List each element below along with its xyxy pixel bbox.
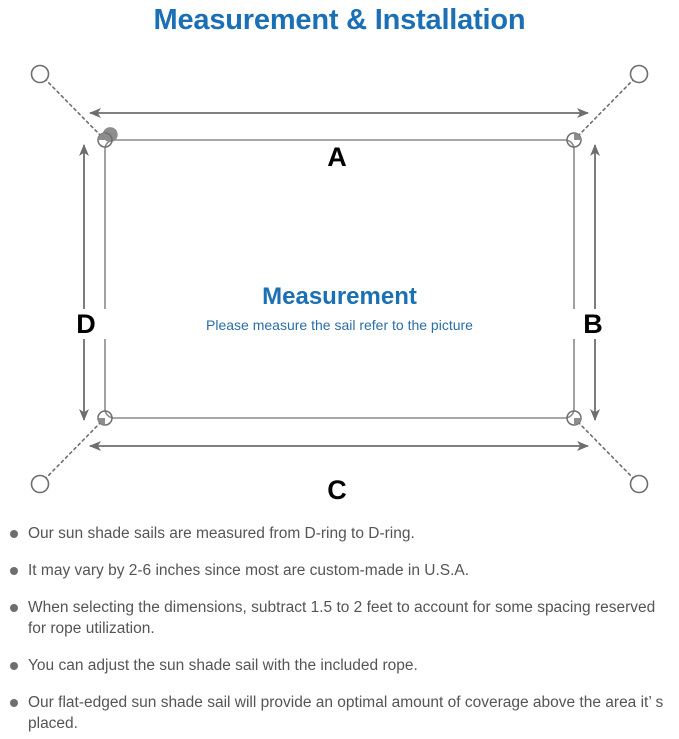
measurement-diagram: Measurement Please measure the sail refe… bbox=[0, 44, 679, 514]
sail-rectangle bbox=[104, 139, 575, 419]
d-ring-icon-top-left bbox=[97, 127, 118, 148]
page-title: Measurement & Installation bbox=[153, 4, 526, 36]
dimension-label-a: A bbox=[313, 142, 361, 172]
d-ring-icon-bottom-left bbox=[97, 410, 113, 426]
list-item: Our sun shade sails are measured from D-… bbox=[0, 523, 679, 544]
bullet-dot-icon bbox=[10, 567, 18, 575]
list-item-text: Our flat-edged sun shade sail will provi… bbox=[28, 694, 664, 732]
list-item: It may vary by 2-6 inches since most are… bbox=[0, 560, 679, 581]
list-item: When selecting the dimensions, subtract … bbox=[0, 597, 679, 639]
rope-bottom-left bbox=[45, 421, 102, 479]
dimension-label-b: B bbox=[573, 309, 613, 339]
dimension-label-d: D bbox=[66, 309, 106, 339]
list-item-text: It may vary by 2-6 inches since most are… bbox=[28, 562, 470, 579]
list-item: Our flat-edged sun shade sail will provi… bbox=[0, 692, 679, 734]
rope-bottom-right bbox=[577, 421, 634, 479]
dimension-label-c: C bbox=[313, 475, 361, 505]
rope-top-left bbox=[45, 79, 102, 137]
list-item-text: When selecting the dimensions, subtract … bbox=[28, 599, 656, 637]
list-item-text: You can adjust the sun shade sail with t… bbox=[28, 657, 418, 674]
list-item: You can adjust the sun shade sail with t… bbox=[0, 655, 679, 676]
bullet-dot-icon bbox=[10, 604, 18, 612]
d-ring-icon-top-right bbox=[566, 132, 582, 148]
bullet-dot-icon bbox=[10, 530, 18, 538]
bullet-dot-icon bbox=[10, 699, 18, 707]
notes-list: Our sun shade sails are measured from D-… bbox=[0, 523, 679, 734]
anchor-circle-icon-top-right bbox=[629, 64, 649, 84]
d-ring-icon-bottom-right bbox=[566, 410, 582, 426]
bullet-dot-icon bbox=[10, 662, 18, 670]
diagram-svg bbox=[30, 64, 649, 494]
anchor-circle-icon-bottom-right bbox=[629, 474, 649, 494]
rope-top-right bbox=[577, 79, 634, 137]
anchor-circle-icon-bottom-left bbox=[30, 474, 50, 494]
list-item-text: Our sun shade sails are measured from D-… bbox=[28, 525, 415, 542]
anchor-circle-icon-top-left bbox=[30, 64, 50, 84]
